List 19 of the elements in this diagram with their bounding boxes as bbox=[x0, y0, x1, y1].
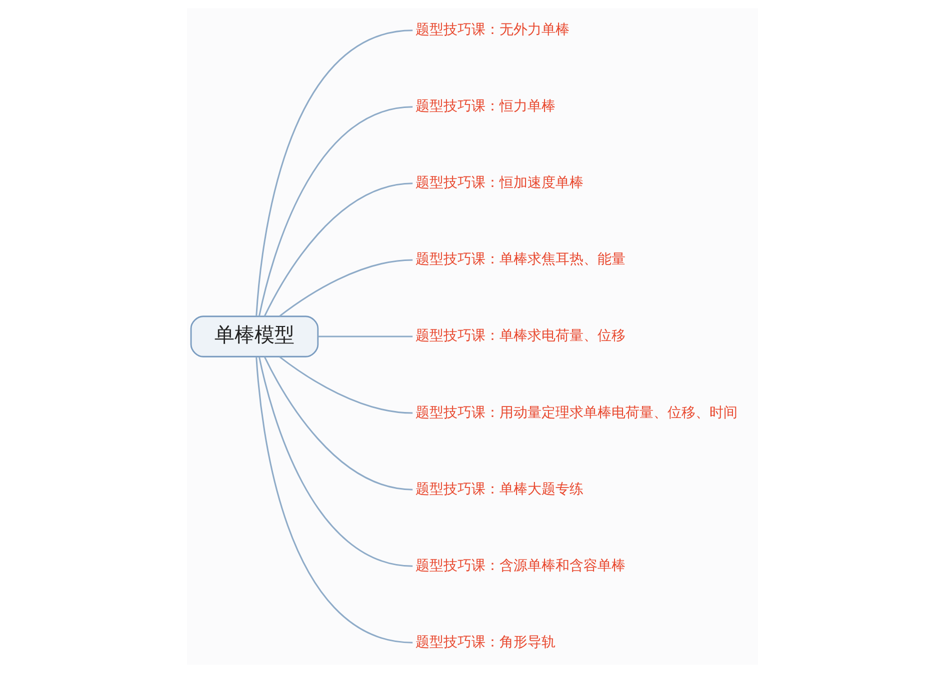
node-text: 题型技巧课：恒加速度单棒 bbox=[416, 175, 584, 192]
connector bbox=[264, 356, 413, 490]
node-text: 题型技巧课：用动量定理求单棒电荷量、位移、时间 bbox=[416, 404, 738, 421]
connector bbox=[318, 336, 413, 338]
node-text: 题型技巧课：角形导轨 bbox=[416, 634, 556, 650]
node-box: 单棒模型 bbox=[190, 316, 319, 358]
node-text: 题型技巧课：单棒大题专练 bbox=[416, 481, 584, 498]
connector bbox=[256, 30, 413, 316]
connector bbox=[264, 182, 413, 317]
connector bbox=[256, 357, 413, 644]
node-text: 题型技巧课：单棒求电荷量、位移 bbox=[416, 328, 626, 344]
connector bbox=[279, 259, 413, 317]
connector bbox=[258, 356, 413, 567]
connector bbox=[258, 106, 413, 316]
node-text: 题型技巧课：恒力单棒 bbox=[416, 98, 556, 115]
node-text: 题型技巧课：含源单棒和含容单棒 bbox=[416, 558, 626, 574]
connector bbox=[279, 356, 413, 414]
node-text: 题型技巧课：无外力单棒 bbox=[416, 22, 570, 38]
node-text: 题型技巧课：单棒求焦耳热、能量 bbox=[416, 252, 626, 268]
